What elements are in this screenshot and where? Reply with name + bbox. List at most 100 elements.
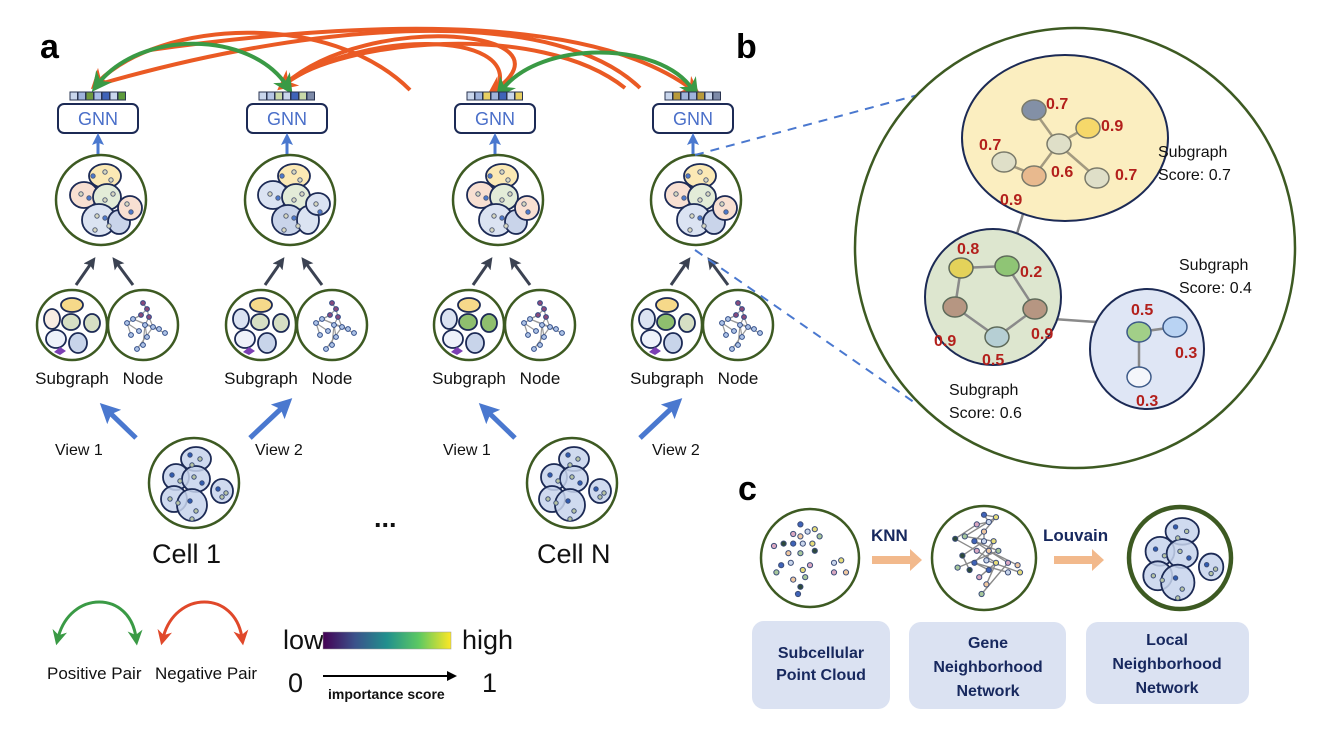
local-network-box-line1: Local	[1146, 632, 1188, 649]
gene-node	[1203, 561, 1210, 568]
gene-node	[593, 486, 599, 492]
community	[1160, 563, 1196, 602]
subgraph-yellow-score: Score: 0.7	[1158, 167, 1231, 184]
louvain-arrow	[1054, 549, 1104, 571]
gene-node	[1004, 569, 1012, 576]
gene-node	[92, 227, 98, 233]
gene-node	[733, 312, 739, 318]
gene-node	[547, 324, 553, 330]
knn-edge	[964, 535, 994, 542]
view2-arrow-cell1	[248, 398, 293, 440]
panel-letter-b: b	[736, 28, 757, 66]
gene-node	[299, 191, 305, 197]
view1-label-cellN: View 1	[443, 442, 491, 459]
point	[797, 533, 804, 540]
gnn-label: GNN	[267, 109, 307, 129]
gene-node	[140, 300, 146, 306]
gene-node	[142, 322, 148, 328]
gene-node	[985, 547, 992, 554]
point	[797, 521, 804, 528]
ellipsis: ...	[374, 503, 397, 533]
gene-node	[503, 223, 509, 229]
point	[811, 526, 818, 533]
node	[1075, 117, 1101, 139]
gene-node	[983, 581, 990, 588]
node-edge	[539, 324, 543, 346]
gene-node	[980, 528, 988, 535]
gene-node	[1159, 577, 1165, 583]
subgraph-blob	[440, 308, 458, 330]
gene-node	[697, 197, 703, 203]
embedding-cell	[93, 91, 102, 101]
gene-node	[739, 334, 745, 340]
merge-arrow	[471, 257, 493, 286]
point	[790, 540, 797, 547]
point-cloud-dots	[770, 521, 850, 598]
embedding-cell	[274, 91, 283, 101]
local-network-graph	[1128, 506, 1232, 610]
point	[804, 528, 811, 535]
gene-node	[525, 209, 531, 215]
gene-node	[507, 191, 513, 197]
gene-node	[992, 559, 1000, 566]
gene-node	[191, 474, 197, 480]
embedding-cell	[664, 91, 673, 101]
gene-node	[973, 547, 980, 554]
node	[1022, 298, 1048, 320]
node-score: 0.9	[1031, 326, 1053, 343]
point	[797, 583, 804, 590]
embedding-cell	[712, 91, 721, 101]
embedding-cell	[298, 91, 307, 101]
point	[790, 576, 797, 583]
knn-edge	[962, 540, 985, 557]
community	[1197, 552, 1225, 582]
view2-label-cellN: View 2	[652, 442, 700, 459]
gene-node	[223, 490, 229, 496]
gene-node	[521, 201, 527, 207]
gene-node	[737, 322, 743, 328]
gene-network-box	[909, 622, 1066, 709]
gene-node	[719, 320, 725, 326]
point	[787, 559, 794, 566]
cell1-label: Cell 1	[152, 539, 221, 569]
gene-node	[167, 496, 173, 502]
subgraph-label: Subgraph	[432, 369, 506, 388]
gene-node	[537, 300, 543, 306]
subgraph-blob	[678, 313, 696, 333]
gene-node	[297, 177, 303, 183]
gene-node	[525, 332, 531, 338]
gene-node	[980, 538, 988, 545]
gene-node	[175, 500, 181, 506]
gene-node	[980, 511, 988, 518]
gene-node	[745, 324, 751, 330]
node-score: 0.9	[1101, 118, 1123, 135]
embedding-cell	[680, 91, 689, 101]
gene-node	[86, 195, 92, 201]
subgraph-blob	[457, 297, 481, 313]
gene-node	[169, 472, 175, 478]
negative-arc	[99, 28, 642, 90]
gene-node	[533, 328, 539, 334]
gene-node	[136, 328, 142, 334]
gene-node	[215, 486, 221, 492]
subgraph-blob	[61, 313, 81, 331]
gene-node	[723, 209, 729, 215]
node-score: 0.3	[1136, 393, 1158, 410]
gene-node	[567, 462, 573, 468]
gene-node	[333, 306, 339, 312]
point	[816, 533, 823, 540]
subgraph-blue-label: Subgraph	[1179, 257, 1248, 274]
embedding-cell	[117, 91, 126, 101]
gene-node	[553, 326, 559, 332]
point	[780, 540, 787, 547]
gene-node	[689, 213, 695, 219]
gene-node	[971, 538, 978, 545]
gene-node	[146, 314, 152, 320]
colorbar-high-label: high	[462, 625, 513, 655]
subgraph-blob	[663, 332, 683, 354]
point	[842, 569, 850, 576]
gene-node	[567, 516, 573, 522]
gene-node	[90, 173, 96, 179]
community	[554, 488, 586, 522]
gene-node	[961, 533, 968, 540]
